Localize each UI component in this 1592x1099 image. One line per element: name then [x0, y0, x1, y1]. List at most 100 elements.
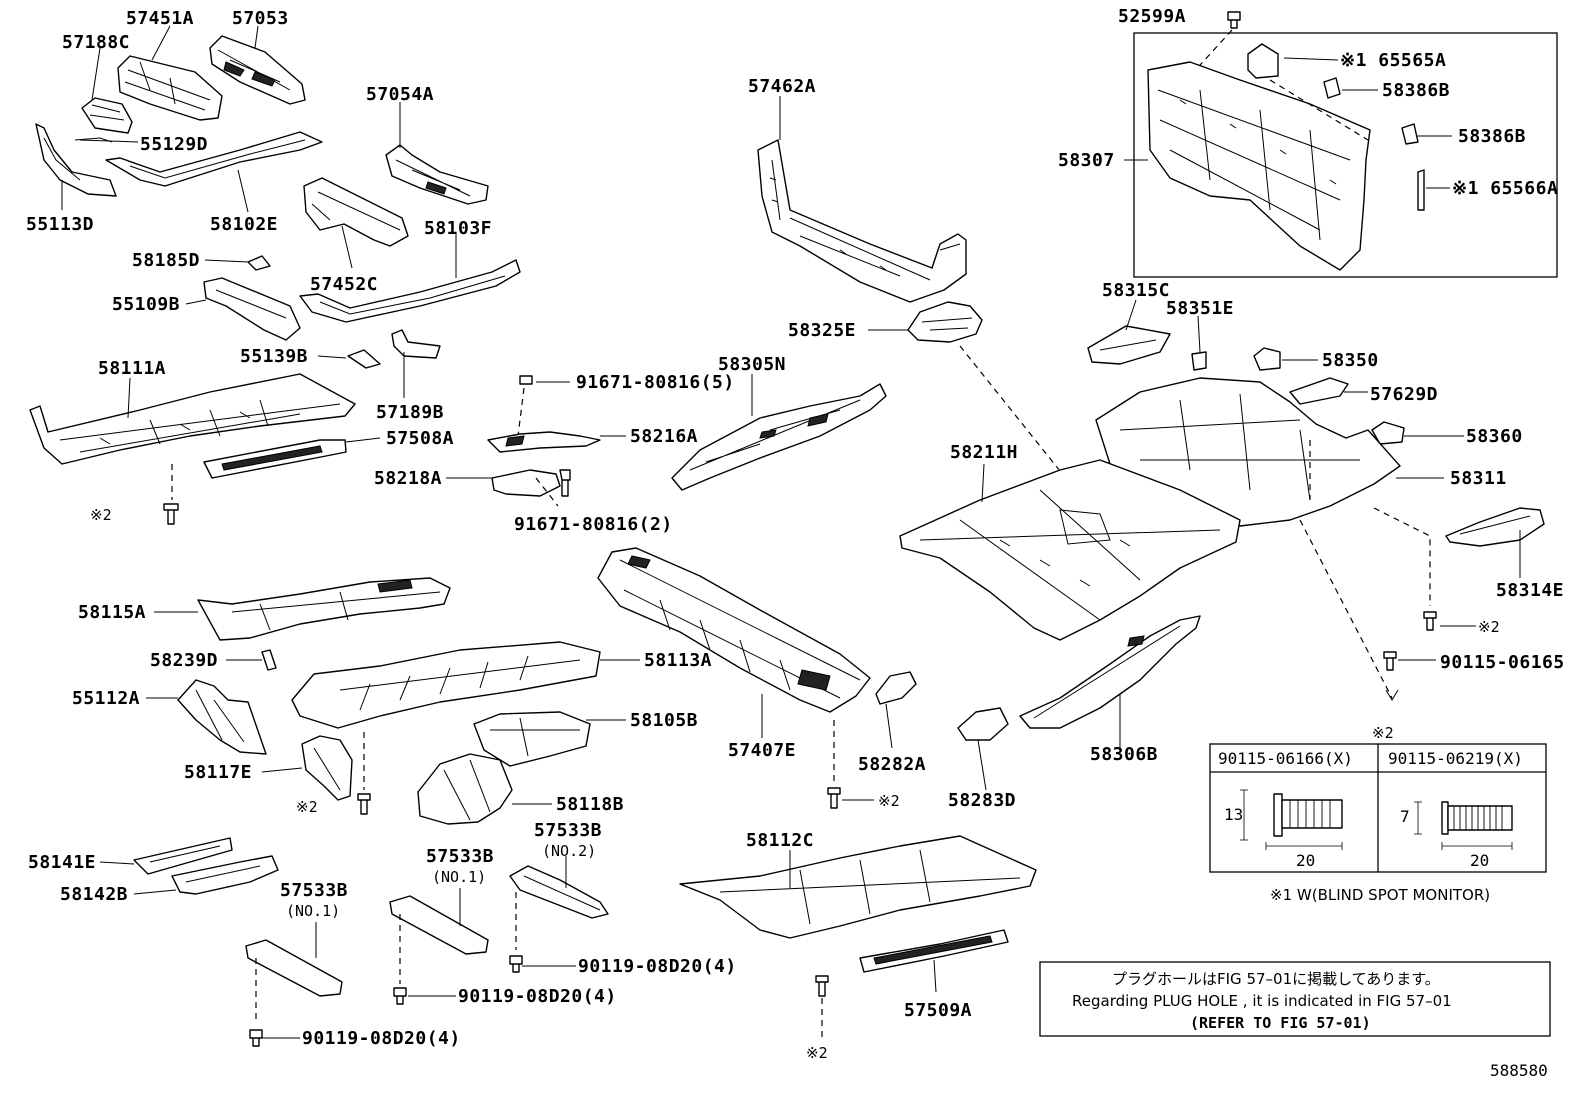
mark2-58112C: ※2 [806, 1044, 828, 1062]
part-58350 [1253, 347, 1281, 371]
label-58103F: 58103F [424, 218, 492, 239]
label-58239D: 58239D [150, 650, 218, 671]
label-65565A: ※1 65565A [1340, 50, 1446, 71]
part-57462A [757, 139, 967, 303]
part-55113D [35, 123, 117, 197]
label-58386B-lower: 58386B [1458, 126, 1526, 147]
part-58102E [105, 131, 323, 187]
label-57533B-no1-lower: 57533B [280, 880, 348, 901]
label-57407E: 57407E [728, 740, 796, 761]
part-52599A [1189, 11, 1241, 77]
label-58218A: 58218A [374, 468, 442, 489]
part-58113A [291, 641, 601, 790]
footnote-blind-spot-monitor: ※1 W(BLIND SPOT MONITOR) [1270, 886, 1490, 904]
part-58306B [1019, 615, 1201, 729]
part-58112C [679, 835, 1037, 939]
label-57533B-no1-upper: 57533B [426, 846, 494, 867]
part-58117E [301, 735, 353, 801]
label-58325E: 58325E [788, 320, 856, 341]
fastener-col2-header: 90115-06219(X) [1388, 749, 1523, 768]
leader-lines [61, 25, 1521, 1039]
label-57188C: 57188C [62, 32, 130, 53]
label-55129D: 55129D [140, 134, 208, 155]
part-58314E [1373, 507, 1545, 631]
label-58311: 58311 [1450, 468, 1507, 489]
label-90115-06165: 90115-06165 [1440, 652, 1565, 673]
label-58386B-upper: 58386B [1382, 80, 1450, 101]
label-57053: 57053 [232, 8, 289, 29]
part-55112A [177, 679, 267, 755]
label-58102E: 58102E [210, 214, 278, 235]
label-91671-80816-5: 91671-80816(5) [576, 372, 735, 393]
label-57462A: 57462A [748, 76, 816, 97]
notice-japanese: プラグホールはFIG 57–01に掲載してあります。 [1112, 970, 1440, 988]
notice-english: Regarding PLUG HOLE , it is indicated in… [1072, 992, 1452, 1010]
part-58282A [875, 671, 917, 705]
part-58115A [197, 577, 451, 641]
bolt-mark2-58112C [815, 975, 829, 1040]
part-58118B [417, 753, 513, 825]
bolt-mark2-58113A [357, 793, 371, 815]
label-57533B-no1-upper-sub: (NO.1) [432, 868, 486, 886]
part-58105B [473, 711, 591, 767]
part-58239D [261, 649, 277, 671]
part-58103F [299, 259, 521, 323]
label-58112C: 58112C [746, 830, 814, 851]
part-58283D [957, 707, 1009, 741]
part-55139B [347, 349, 381, 369]
detail-box-58307 [1133, 32, 1558, 278]
label-58118B: 58118B [556, 794, 624, 815]
label-90119-08D20-b: 90119-08D20(4) [458, 986, 617, 1007]
label-58351E: 58351E [1166, 298, 1234, 319]
fastener-col2-height: 7 [1400, 807, 1410, 826]
label-57533B-no1-lower-sub: (NO.1) [286, 902, 340, 920]
label-58185D: 58185D [132, 250, 200, 271]
part-57451A [117, 55, 223, 121]
label-58111A: 58111A [98, 358, 166, 379]
part-58305N [671, 383, 887, 491]
part-58142B [171, 855, 279, 895]
label-52599A: 52599A [1118, 6, 1186, 27]
label-57054A: 57054A [366, 84, 434, 105]
mark2-left: ※2 [90, 506, 112, 524]
label-58117E: 58117E [184, 762, 252, 783]
label-58360: 58360 [1466, 426, 1523, 447]
label-55112A: 55112A [72, 688, 140, 709]
label-90119-08D20-c: 90119-08D20(4) [302, 1028, 461, 1049]
label-58282A: 58282A [858, 754, 926, 775]
part-57508A [203, 439, 347, 479]
part-57189B [391, 329, 441, 359]
part-57533B-no1-lower [245, 939, 343, 1047]
part-65565A [1247, 43, 1279, 79]
part-57054A [385, 144, 489, 205]
mark2-58113A: ※2 [296, 798, 318, 816]
plug-hole-notice: プラグホールはFIG 57–01に掲載してあります。 Regarding PLU… [1039, 961, 1551, 1037]
part-65566A [1417, 169, 1425, 211]
part-57452C [303, 177, 409, 247]
label-58283D: 58283D [948, 790, 1016, 811]
label-55109B: 55109B [112, 294, 180, 315]
label-57189B: 57189B [376, 402, 444, 423]
notice-reference: (REFER TO FIG 57-01) [1190, 1014, 1371, 1032]
label-58305N: 58305N [718, 354, 786, 375]
part-58111A [29, 373, 356, 465]
part-58185D [247, 255, 271, 271]
bolt-90115-06165 [1299, 519, 1399, 701]
part-57407E [597, 547, 871, 809]
part-58216A [487, 375, 601, 453]
fastener-col1-length: 20 [1296, 851, 1315, 870]
label-58315C: 58315C [1102, 280, 1170, 301]
label-57452C: 57452C [310, 274, 378, 295]
part-55109B [203, 277, 301, 341]
part-58141E [133, 837, 233, 875]
label-58105B: 58105B [630, 710, 698, 731]
label-57629D: 57629D [1370, 384, 1438, 405]
label-58350: 58350 [1322, 350, 1379, 371]
part-58211H [899, 459, 1241, 641]
fastener-table-marker: ※2 [1372, 724, 1394, 742]
part-57629D [1289, 377, 1349, 405]
part-58386B-lower [1401, 123, 1419, 145]
part-57053 [209, 35, 306, 105]
label-58141E: 58141E [28, 852, 96, 873]
